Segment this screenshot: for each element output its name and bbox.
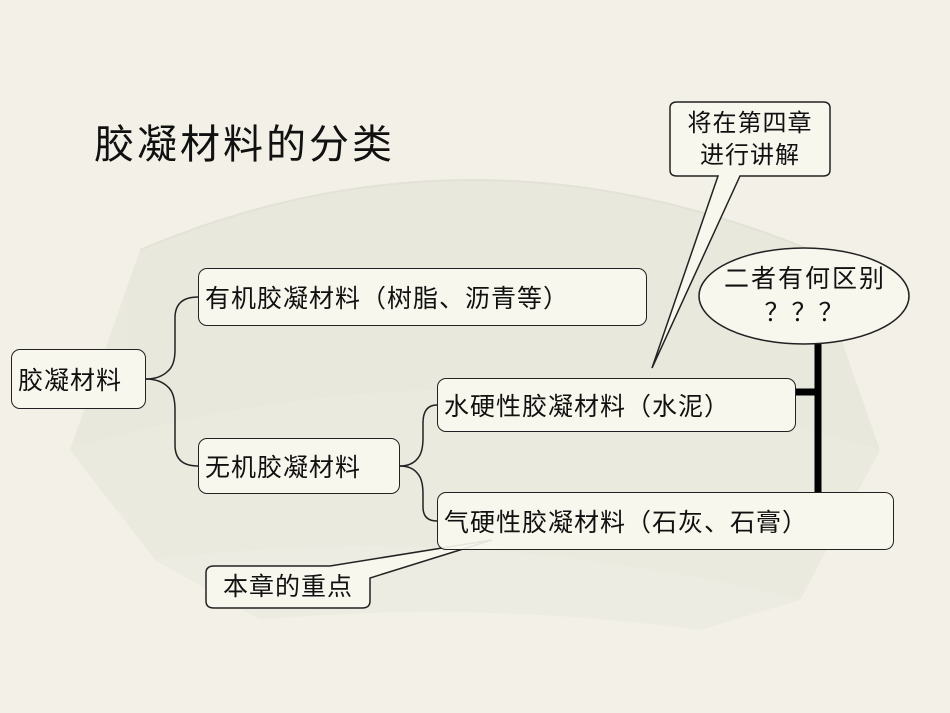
node-hydraulic-label: 水硬性胶凝材料（水泥） bbox=[444, 392, 731, 421]
callout-focus-label: 本章的重点 bbox=[222, 572, 353, 601]
node-root: 胶凝材料 bbox=[11, 349, 146, 409]
callout-difference-ellipse bbox=[698, 247, 910, 345]
callout-difference-line2: ？？？ bbox=[764, 298, 846, 327]
callout-difference-line1: 二者有何区别 bbox=[723, 264, 886, 293]
node-inorganic-label: 无机胶凝材料 bbox=[205, 453, 362, 482]
connector-lines bbox=[145, 296, 438, 522]
node-air-label: 气硬性胶凝材料（石灰、石膏） bbox=[444, 508, 809, 537]
difference-bracket bbox=[796, 340, 822, 492]
node-air: 气硬性胶凝材料（石灰、石膏） bbox=[437, 492, 894, 550]
callout-focus: 本章的重点 bbox=[206, 571, 370, 603]
node-hydraulic: 水硬性胶凝材料（水泥） bbox=[437, 378, 796, 432]
callout-chapter4: 将在第四章 进行讲解 bbox=[670, 107, 830, 171]
node-organic-label: 有机胶凝材料（树脂、沥青等） bbox=[205, 284, 570, 313]
page-title: 胶凝材料的分类 bbox=[94, 122, 395, 168]
callout-difference: 二者有何区别 ？？？ bbox=[700, 262, 910, 330]
node-organic: 有机胶凝材料（树脂、沥青等） bbox=[198, 268, 647, 326]
node-root-label: 胶凝材料 bbox=[18, 366, 123, 395]
node-inorganic: 无机胶凝材料 bbox=[198, 438, 400, 494]
callout-chapter4-line2: 进行讲解 bbox=[700, 141, 800, 169]
callout-chapter4-line1: 将在第四章 bbox=[687, 109, 813, 137]
callout-focus-bubble bbox=[205, 539, 493, 609]
callout-chapter4-bubble bbox=[651, 101, 831, 369]
